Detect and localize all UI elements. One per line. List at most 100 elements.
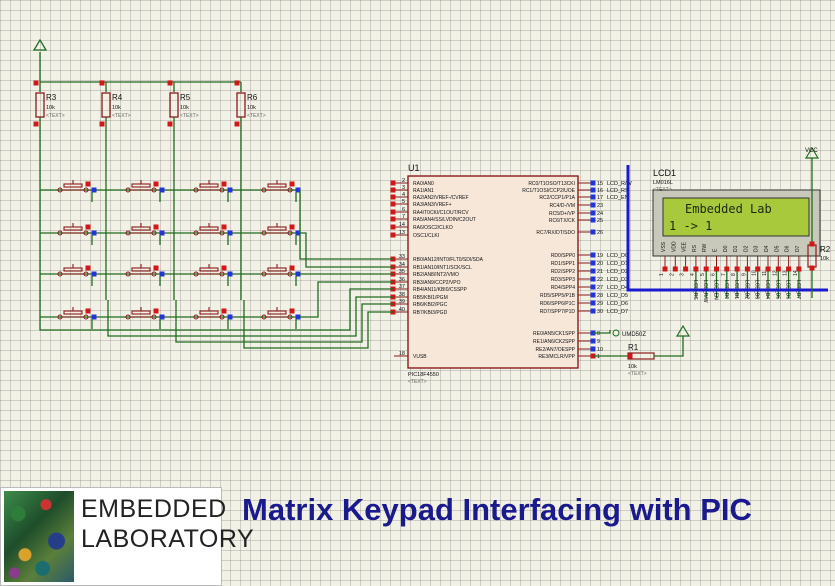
mcu-pin-marker <box>390 224 396 230</box>
lcd-pin-number: 10 <box>752 270 758 276</box>
mcu-pin-number: 6 <box>402 207 405 213</box>
mcu-net-label: LCD_D1 <box>607 261 628 267</box>
mcu-pin-name: RB6/KBI2/PGC <box>413 302 448 308</box>
mcu-pin-name: RA1/AN1 <box>413 188 434 194</box>
keypad-row-to-mcu <box>299 190 393 260</box>
resistor-ref: R6 <box>247 93 258 102</box>
page-title: Matrix Keypad Interfacing with PIC <box>242 492 752 527</box>
mcu-pin-name: RB1/AN10/INT1/SCK/SCL <box>413 265 472 271</box>
mcu-pin-name: RD0/SPP0 <box>551 253 575 259</box>
mcu-pin-number: 20 <box>597 261 603 267</box>
r2-ref: R2 <box>820 245 831 254</box>
switch-pin-red <box>153 265 159 271</box>
keypad-row-to-mcu <box>300 281 393 318</box>
mcu-pin-marker <box>390 180 396 186</box>
mcu-pin-number: 40 <box>399 307 405 313</box>
mcu-pin-name: RB7/KBI3/PGD <box>413 310 448 316</box>
logo-line-1: EMBEDDED <box>81 495 227 523</box>
switch-actuator <box>199 267 219 272</box>
lcd-text-placeholder: <TEXT> <box>653 187 672 193</box>
mcu-pin-marker <box>590 260 596 266</box>
mcu-pin-number: 24 <box>597 211 603 217</box>
power-arrow-icon <box>32 38 48 51</box>
mcu-pin-name: RC4/D-/VM <box>549 203 575 209</box>
switch-pin-blue <box>295 230 301 236</box>
resistor-pin-marker <box>99 121 105 127</box>
mcu-pin-marker <box>590 308 596 314</box>
switch-pin-blue <box>91 187 97 193</box>
mcu-pin-number: 22 <box>597 277 603 283</box>
mcu-pin-name: RD4/SPP4 <box>551 285 575 291</box>
mcu-net-label: LCD_RS <box>607 188 629 194</box>
resistor-pin-marker <box>234 80 240 86</box>
mcu-pin-name: RB0/AN12/INT0/FLT0/SDI/SDA <box>413 257 484 263</box>
mcu-pin-marker <box>390 194 396 200</box>
mcu-pin-marker <box>590 229 596 235</box>
mcu-net-label: LCD_EN <box>607 195 629 201</box>
mcu-pin-name: RA4/T0CKI/C1OUT/RCV <box>413 210 469 216</box>
lcd-pin-name: D3 <box>754 245 760 252</box>
mcu-pin-number: 35 <box>399 269 405 275</box>
lcd-part: LM016L <box>653 180 673 186</box>
mcu-pin-name: RB4/AN11/KBI0/CSSPP <box>413 287 467 293</box>
lcd-pin-name: RW <box>702 243 708 252</box>
mcu-net-label: LCD_D7 <box>607 309 628 315</box>
mcu-pin-marker <box>590 346 596 352</box>
mcu-pin-name: RC7/RX/DT/SDO <box>536 230 575 236</box>
resistor-pin-marker <box>33 121 39 127</box>
lcd-pin-marker <box>714 266 719 272</box>
lcd-line-1: Embedded Lab <box>685 202 772 216</box>
logo-text: EMBEDDED LABORATORY <box>81 494 254 554</box>
mcu-net-label: LCD_D0 <box>607 253 628 259</box>
mcu-pin-number: 2 <box>402 178 405 184</box>
mcu-pin-marker <box>590 194 596 200</box>
vcc-label: VCC <box>805 148 818 154</box>
mcu-pin-name: RC0/T1OSO/T13CKI <box>528 181 575 187</box>
mcu-pin-number: 16 <box>597 188 603 194</box>
mcu-pin-name: RD1/SPP1 <box>551 261 575 267</box>
switch-actuator <box>267 310 287 315</box>
switch-actuator <box>267 183 287 188</box>
mcu-pin-number: 13 <box>399 230 405 236</box>
switch-pin-blue <box>159 314 165 320</box>
switch-pin-blue <box>159 271 165 277</box>
mcu-pin-number: 8 <box>597 331 600 337</box>
lcd-pin-name: D4 <box>764 245 770 252</box>
lcd-pin-name: D6 <box>785 245 791 252</box>
switch-actuator <box>131 310 151 315</box>
mcu-pin-marker <box>390 216 396 222</box>
switch-pin-red <box>153 224 159 230</box>
switch-actuator <box>199 226 219 231</box>
resistor-value: 10k <box>180 105 189 111</box>
lcd-pin-marker <box>755 266 761 272</box>
mcu-pin-number: 17 <box>597 195 603 201</box>
mcu-pin-marker <box>590 284 596 290</box>
switch-pin-red <box>289 265 295 271</box>
mcu-pin-name: RE0/AN5/CK1SPP <box>533 331 576 337</box>
mcu-pin-marker <box>590 210 596 216</box>
mcu-pin-marker <box>390 201 396 207</box>
lcd-pin-marker <box>734 266 740 272</box>
lcd-pin-marker <box>744 266 750 272</box>
lcd-pin-marker <box>683 266 689 272</box>
lcd-pin-number: 3 <box>680 273 686 276</box>
mcu-pin-name: RD6/SPP6/P1C <box>540 301 576 307</box>
resistor-body <box>236 92 246 118</box>
mcu-pin-number: 23 <box>597 203 603 209</box>
vcc-arrow-icon <box>675 324 691 337</box>
mcu-pin-name: RB3/AN9/CCP2/VPO <box>413 280 461 286</box>
lcd-pin-marker <box>765 266 771 272</box>
mcu-net-label: LCD_D5 <box>607 293 628 299</box>
lcd-pin-number: 9 <box>741 273 747 276</box>
mcu-pin-name: RA6/OSC2/CLKO <box>413 225 453 231</box>
switch-actuator <box>63 267 83 272</box>
lcd-pin-name: D0 <box>723 245 729 252</box>
mcu-pin-number: 3 <box>402 185 405 191</box>
mcu-pin-number: 5 <box>402 199 405 205</box>
mcu-pin-name: RA2/AN2/VREF-/CVREF <box>413 195 469 201</box>
switch-pin-blue <box>159 230 165 236</box>
lcd-pin-marker <box>672 266 678 272</box>
lcd-pin-name: VSS <box>661 241 667 252</box>
lcd-pin-number: 8 <box>731 273 737 276</box>
resistor-ref: R5 <box>180 93 191 102</box>
